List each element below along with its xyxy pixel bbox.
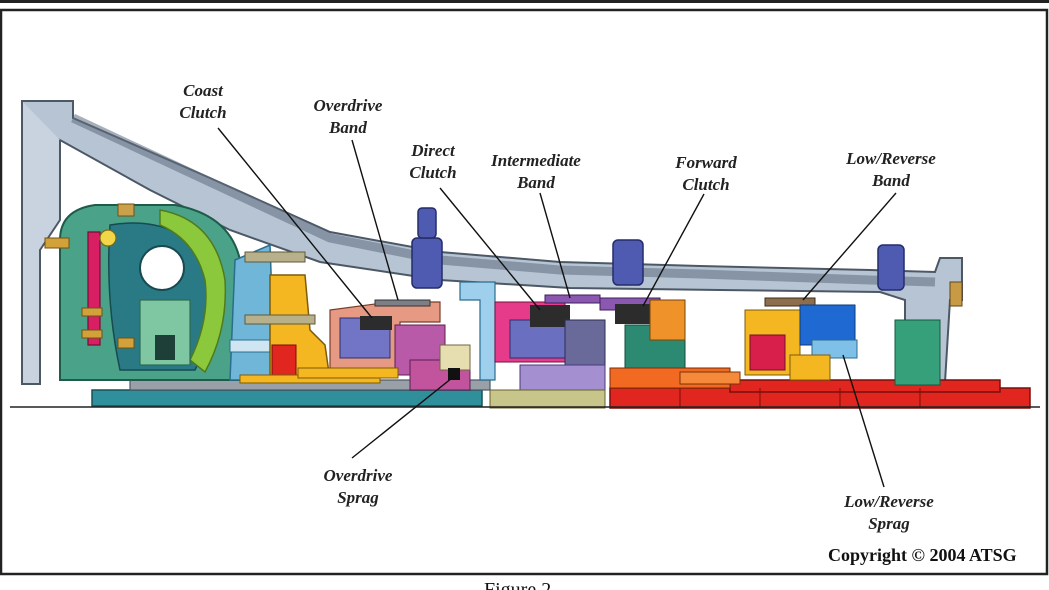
bellhousing-wall	[21, 101, 61, 385]
top-rule	[0, 0, 1049, 3]
leader-low-reverse-sprag	[842, 354, 885, 488]
forward-clutch-section	[599, 239, 741, 389]
frame-border	[0, 8, 1049, 576]
oil-pump	[229, 243, 381, 384]
figure-caption: Figure 2	[484, 579, 552, 590]
leader-overdrive-band	[351, 139, 399, 301]
overdrive-section	[297, 207, 471, 391]
direct-clutch-section	[459, 281, 606, 409]
torque-converter	[44, 203, 241, 381]
label-low-reverse-band: Low/Reverse Band	[846, 149, 936, 190]
copyright-notice: Copyright © 2004 ATSG	[828, 545, 1017, 565]
label-coast-clutch: Coast Clutch	[179, 81, 227, 122]
low-reverse-section	[744, 244, 963, 386]
leader-intermediate-band	[539, 192, 571, 299]
label-overdrive-band: Overdrive Band	[313, 96, 383, 137]
label-overdrive-sprag: Overdrive Sprag	[323, 466, 393, 507]
case-rib	[71, 113, 936, 287]
leader-overdrive-sprag	[351, 377, 453, 459]
leader-lines	[217, 127, 897, 488]
leader-low-reverse-band	[802, 192, 897, 301]
label-forward-clutch: Forward Clutch	[675, 153, 737, 194]
label-intermediate-band: Intermediate Band	[491, 151, 581, 192]
leader-coast-clutch	[217, 127, 373, 319]
label-low-reverse-sprag: Low/Reverse Sprag	[844, 492, 934, 533]
leader-forward-clutch	[642, 193, 705, 307]
leader-direct-clutch	[439, 187, 541, 311]
label-direct-clutch: Direct Clutch	[409, 141, 457, 182]
input-shaft	[91, 389, 483, 407]
